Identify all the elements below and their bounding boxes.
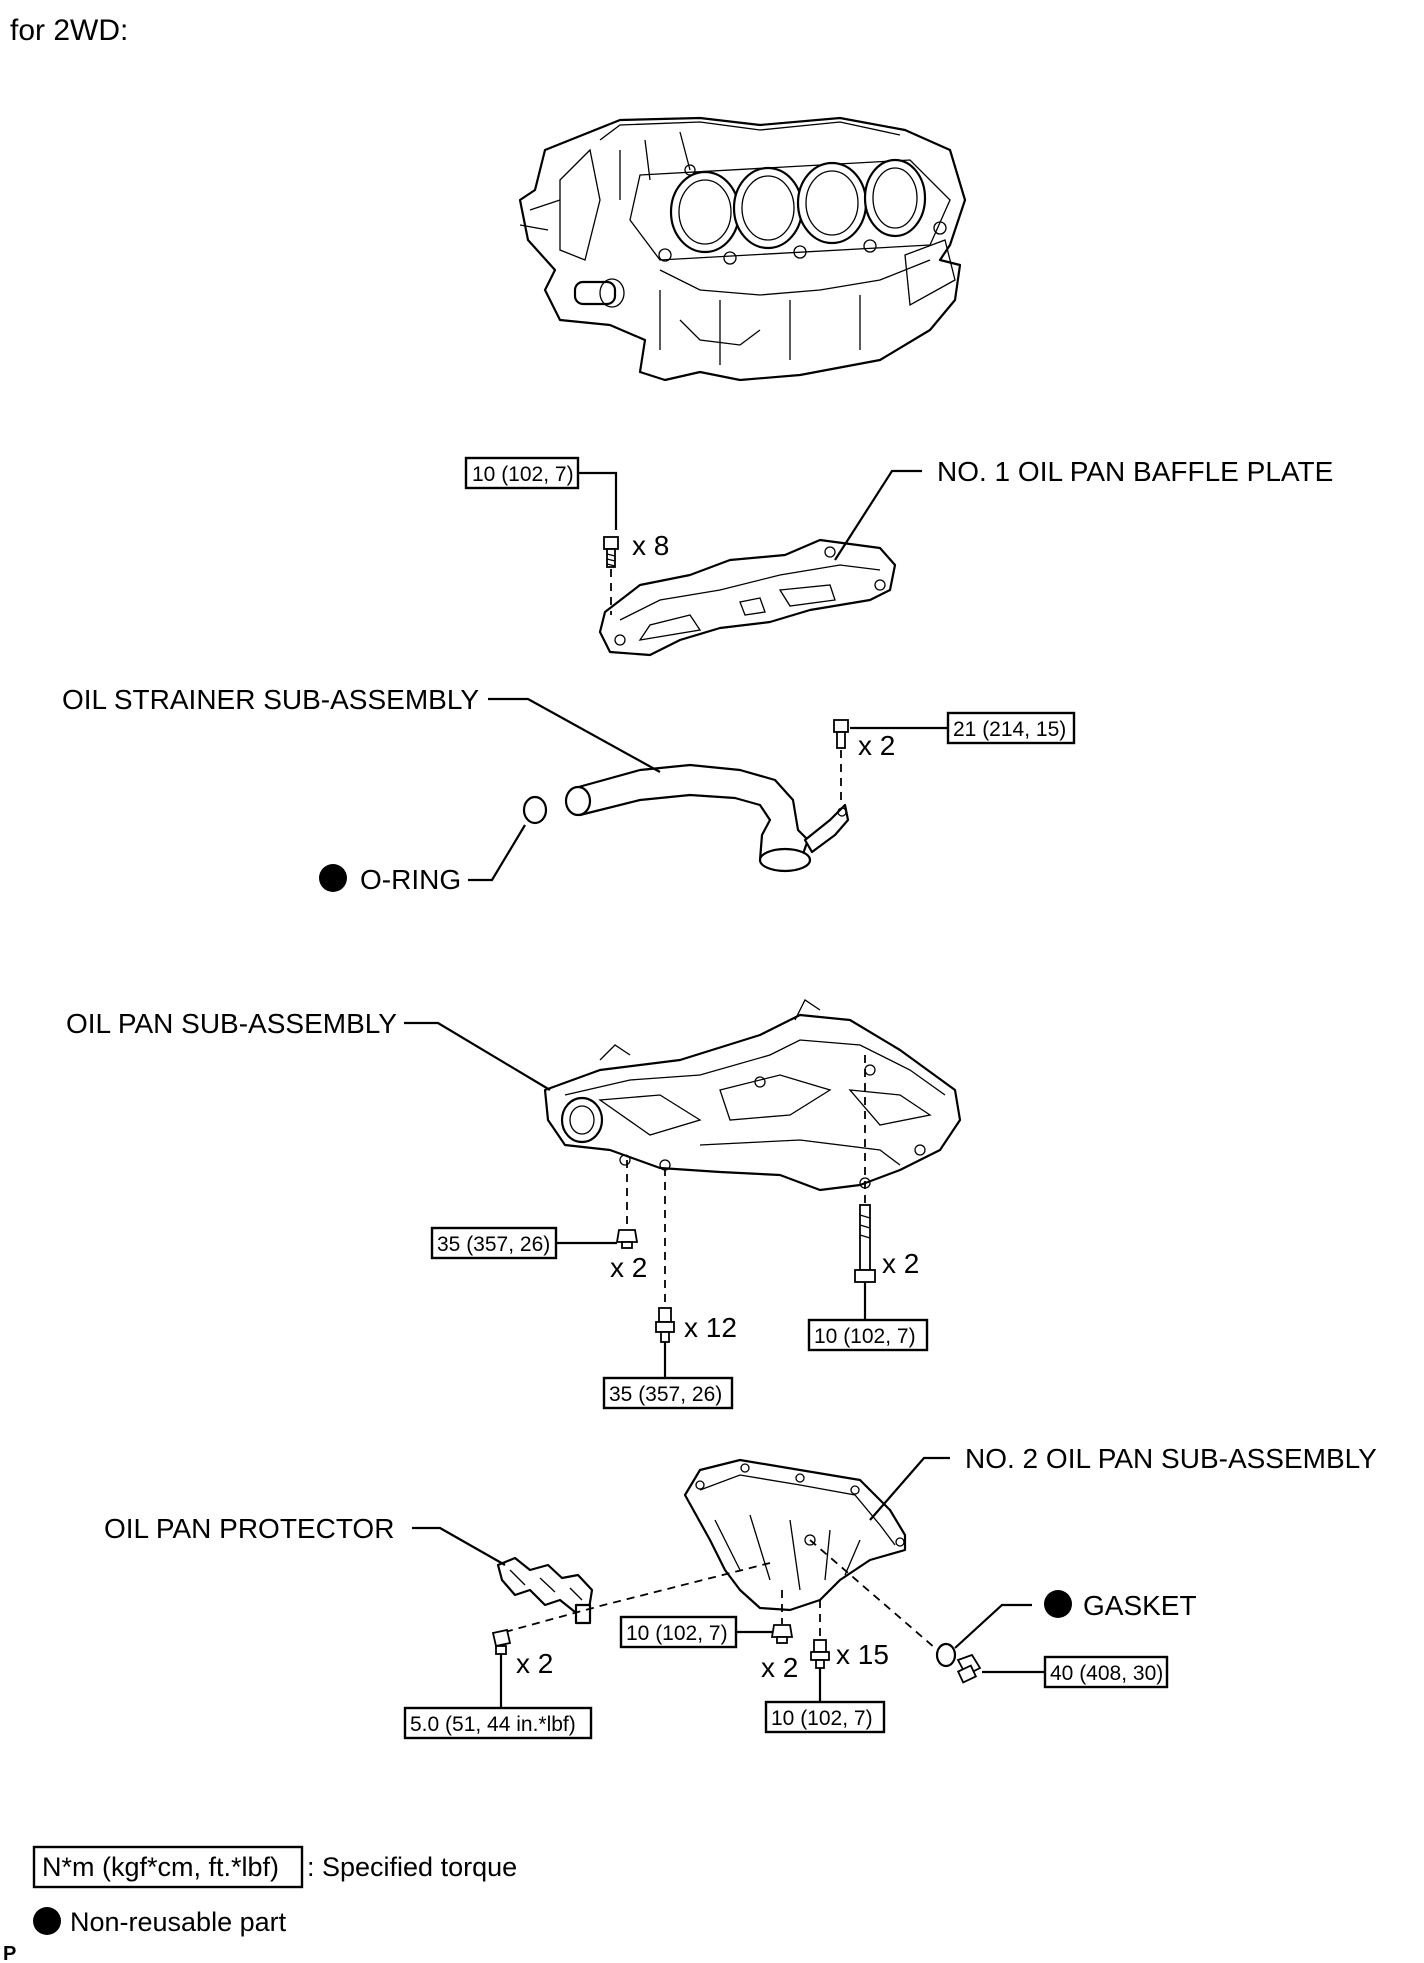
legend-torque-unit: N*m (kgf*cm, ft.*lbf) bbox=[42, 1852, 279, 1882]
pan-bolt-icon bbox=[655, 1307, 675, 1343]
pan-bolt-torque-value: 35 (357, 26) bbox=[609, 1383, 722, 1406]
o-ring-non-reusable-icon bbox=[319, 864, 347, 892]
o-ring-illustration bbox=[522, 795, 548, 825]
legend-torque-text: : Specified torque bbox=[307, 1852, 517, 1882]
pan-stud-torque-value: 10 (102, 7) bbox=[814, 1325, 916, 1348]
oil-pan-label: OIL PAN SUB-ASSEMBLY bbox=[66, 1008, 397, 1039]
oil-pan-protector-label: OIL PAN PROTECTOR bbox=[104, 1513, 394, 1544]
protector-bolt-icon bbox=[491, 1628, 512, 1655]
o-ring-label: O-RING bbox=[360, 864, 461, 895]
baffle-plate-label: NO. 1 OIL PAN BAFFLE PLATE bbox=[937, 456, 1333, 487]
oil-pan-protector-illustration bbox=[496, 1556, 594, 1625]
oil-pan-protector-leader bbox=[412, 1526, 506, 1566]
oil-strainer-leader bbox=[488, 697, 661, 773]
oil-strainer-label: OIL STRAINER SUB-ASSEMBLY bbox=[62, 684, 479, 715]
no2-oil-pan-label: NO. 2 OIL PAN SUB-ASSEMBLY bbox=[965, 1443, 1377, 1474]
pan-nut-torque-value: 35 (357, 26) bbox=[437, 1233, 550, 1256]
pan-nut-count: x 2 bbox=[610, 1252, 647, 1283]
no2-oil-pan-illustration bbox=[683, 1458, 907, 1612]
pan-stud-count: x 2 bbox=[882, 1248, 919, 1279]
baffle-torque-value: 10 (102, 7) bbox=[472, 463, 574, 486]
oil-strainer-illustration bbox=[564, 763, 850, 873]
no2-nut-torque-value: 10 (102, 7) bbox=[626, 1622, 728, 1645]
pan-bolt-count: x 12 bbox=[684, 1312, 737, 1343]
baffle-torque-box bbox=[464, 456, 580, 490]
legend-torque-box bbox=[32, 1845, 304, 1889]
gasket-label: GASKET bbox=[1083, 1590, 1197, 1621]
engine-block-illustration bbox=[518, 116, 967, 382]
drain-plug-torque-value: 40 (408, 30) bbox=[1050, 1662, 1163, 1685]
o-ring-leader bbox=[468, 824, 526, 882]
no2-bolt-torque-box bbox=[764, 1700, 886, 1734]
oil-pan-leader bbox=[404, 1021, 551, 1091]
strainer-bolt-count: x 2 bbox=[858, 730, 895, 761]
strainer-bolt-icon bbox=[833, 719, 849, 749]
baffle-plate-illustration bbox=[598, 538, 897, 657]
oil-pan-illustration bbox=[543, 999, 962, 1192]
no2-bolt-count: x 15 bbox=[836, 1639, 889, 1670]
protector-torque-value: 5.0 (51, 44 in.*lbf) bbox=[410, 1713, 576, 1736]
diagram-caption: for 2WD: bbox=[10, 14, 128, 47]
baffle-bolt-icon bbox=[603, 536, 619, 568]
no2-oil-pan-leader bbox=[869, 1456, 950, 1521]
pan-stud-icon bbox=[854, 1204, 876, 1283]
strainer-torque-value: 21 (214, 15) bbox=[953, 718, 1066, 741]
drain-plug-torque-box bbox=[1043, 1655, 1169, 1689]
legend-non-reusable-icon bbox=[33, 1907, 61, 1935]
pan-nut-icon bbox=[615, 1229, 639, 1249]
protector-bolt-leader bbox=[504, 1562, 771, 1633]
footer-mark: P bbox=[3, 1943, 16, 1963]
baffle-bolt-count: x 8 bbox=[632, 530, 669, 561]
baffle-torque-leader bbox=[578, 471, 618, 530]
no2-bolt-torque-value: 10 (102, 7) bbox=[771, 1707, 873, 1730]
no2-nut-torque-box bbox=[619, 1615, 738, 1649]
no2-nut-count: x 2 bbox=[761, 1652, 798, 1683]
pan-nut-torque-box bbox=[430, 1226, 558, 1260]
protector-bolt-count: x 2 bbox=[516, 1648, 553, 1679]
no2-nut-icon bbox=[770, 1624, 794, 1644]
legend-non-reusable-text: Non-reusable part bbox=[70, 1907, 287, 1937]
no2-bolt-icon bbox=[810, 1639, 830, 1669]
gasket-illustration bbox=[935, 1642, 957, 1668]
protector-torque-box bbox=[403, 1706, 593, 1740]
gasket-non-reusable-icon bbox=[1044, 1590, 1072, 1618]
drain-plug-icon bbox=[956, 1653, 982, 1684]
gasket-leader bbox=[954, 1603, 1032, 1649]
baffle-plate-leader bbox=[834, 469, 922, 561]
pan-stud-torque-box bbox=[807, 1318, 929, 1352]
pan-bolt-torque-box bbox=[602, 1376, 734, 1410]
strainer-torque-box bbox=[946, 711, 1076, 745]
